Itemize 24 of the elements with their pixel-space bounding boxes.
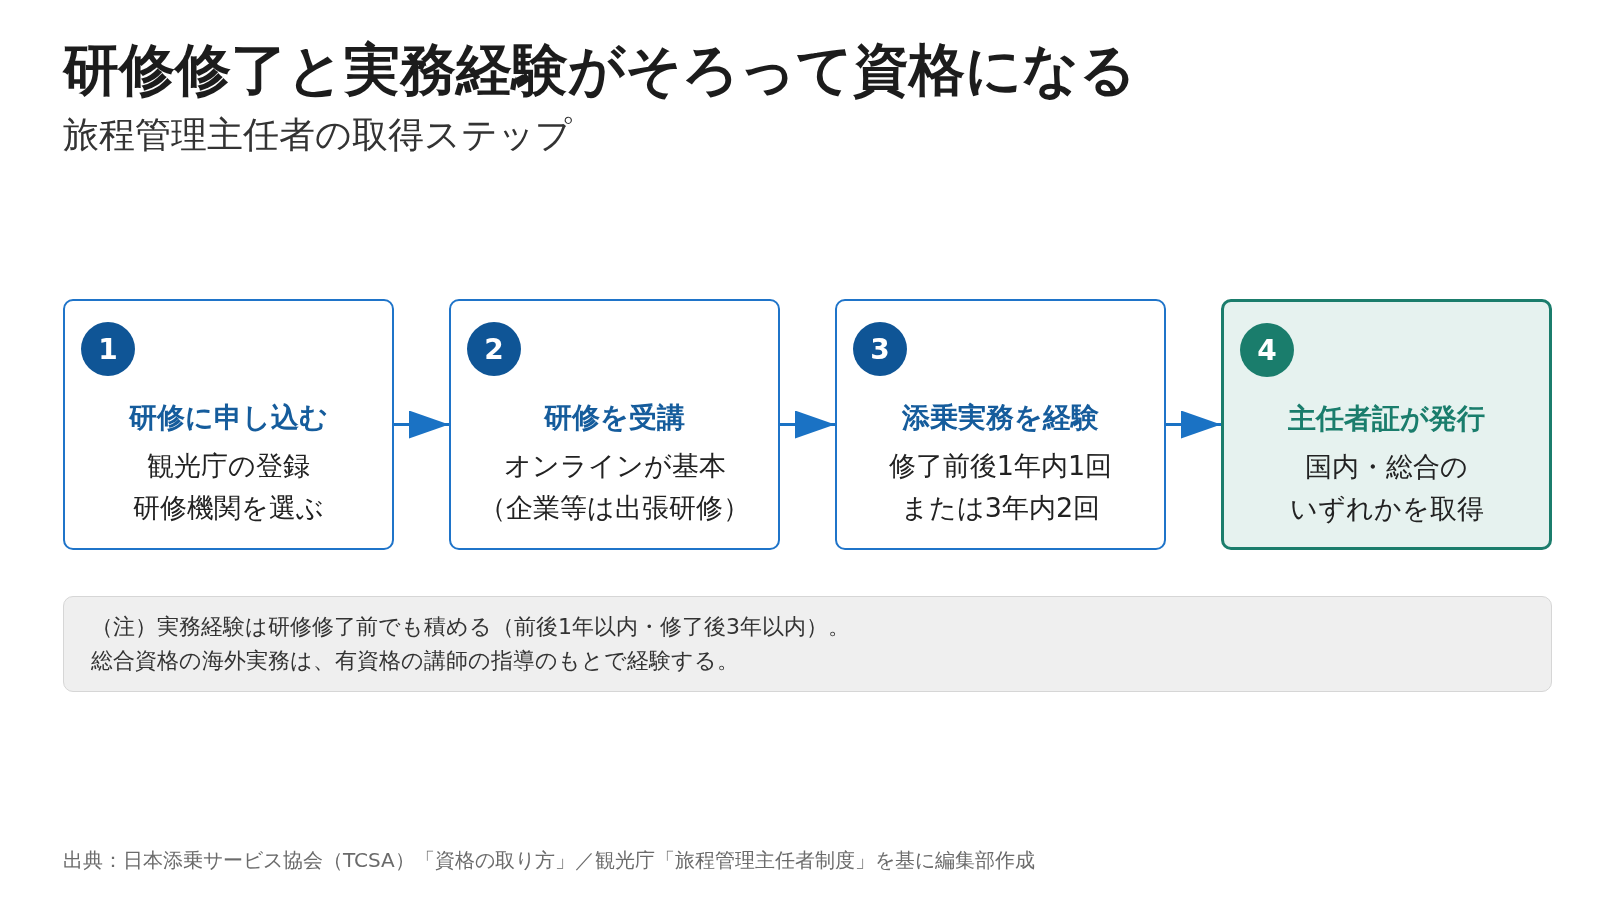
step-description: 観光庁の登録研修機関を選ぶ: [133, 449, 324, 525]
step-heading: 添乗実務を経験: [902, 400, 1099, 436]
source-note: 出典：日本添乗サービス協会（TCSA）「資格の取り方」／観光庁「旅程管理主任者制度」を基に編集部作成: [63, 847, 1035, 874]
arrow: [780, 410, 835, 439]
step-description: オンラインが基本（企業等は出張研修）: [479, 449, 750, 525]
note-panel: [63, 596, 1552, 692]
arrow: [1166, 410, 1221, 439]
arrow: [394, 410, 449, 439]
step-heading: 研修に申し込む: [129, 400, 328, 436]
title: 研修修了と実務経験がそろって資格になる: [63, 36, 1136, 104]
step-box: [835, 299, 1166, 550]
step-description: 国内・総合のいずれかを取得: [1289, 450, 1484, 526]
subtitle: 旅程管理主任者の取得ステップ: [63, 113, 572, 157]
step-box: [63, 299, 394, 550]
step-number-badge: 1: [81, 322, 135, 376]
step-number-badge: 2: [467, 322, 521, 376]
step-description: 修了前後1年内1回または3年内2回: [888, 449, 1113, 525]
step-number-badge: 3: [853, 322, 907, 376]
step-box: [449, 299, 780, 550]
step-heading: 研修を受講: [544, 400, 685, 436]
step-heading: 主任者証が発行: [1288, 401, 1485, 437]
note-text: （注）実務経験は研修修了前でも積める（前後1年以内・修了後3年以内）。総合資格の海外実務は、有資格の講師の指導のもとで経験する。: [91, 613, 850, 675]
step-box: [1221, 299, 1552, 550]
step-number-badge: 4: [1240, 323, 1294, 377]
